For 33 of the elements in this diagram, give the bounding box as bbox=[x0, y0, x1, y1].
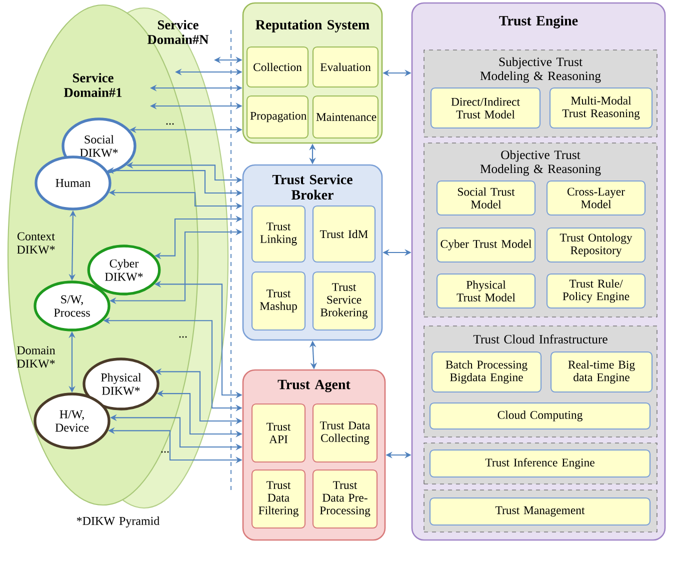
function-box: Trust API bbox=[251, 403, 306, 463]
function-box: Trust Inference Engine bbox=[429, 449, 651, 478]
function-box: Propagation bbox=[246, 95, 309, 139]
function-box: Trust Service Brokering bbox=[312, 271, 376, 331]
function-box: Cloud Computing bbox=[429, 402, 651, 430]
function-box: Direct/Indirect Trust Model bbox=[430, 87, 541, 129]
function-box: Trust Linking bbox=[251, 205, 306, 263]
function-box: Trust Management bbox=[429, 497, 651, 526]
ellipsis-mark: ... bbox=[179, 336, 187, 338]
function-box: Evaluation bbox=[312, 46, 379, 88]
function-box: Real-time Big data Engine bbox=[550, 351, 653, 393]
function-box: Trust Ontology Repository bbox=[546, 227, 646, 263]
function-box: Cross-Layer Model bbox=[546, 180, 646, 216]
function-box: Trust Mashup bbox=[251, 271, 306, 331]
domain-title: Service Domain#N bbox=[148, 20, 209, 44]
function-box: Collection bbox=[246, 46, 309, 88]
function-box: Trust Data Filtering bbox=[251, 469, 306, 529]
function-box: Trust IdM bbox=[312, 205, 376, 263]
domain-title: Service Domain#1 bbox=[64, 72, 122, 98]
function-box: Trust Data Collecting bbox=[312, 403, 378, 463]
ellipsis-mark: ... bbox=[161, 451, 169, 453]
function-box: Cyber Trust Model bbox=[436, 227, 536, 263]
function-box: Physical Trust Model bbox=[436, 273, 536, 309]
footnote: *DIKW Pyramid bbox=[76, 516, 160, 528]
function-box: Trust Data Pre-Processing bbox=[312, 469, 378, 529]
function-box: Social Trust Model bbox=[436, 180, 536, 216]
function-box: Maintenance bbox=[312, 95, 379, 139]
function-box: Batch Processing Bigdata Engine bbox=[431, 351, 542, 393]
function-box: Trust Rule/ Policy Engine bbox=[546, 273, 646, 309]
function-box: Multi-Modal Trust Reasoning bbox=[549, 87, 653, 129]
layer-label: Domain DIKW* bbox=[17, 346, 56, 368]
ellipsis-mark: ... bbox=[166, 123, 174, 125]
layer-label: Context DIKW* bbox=[17, 232, 55, 254]
